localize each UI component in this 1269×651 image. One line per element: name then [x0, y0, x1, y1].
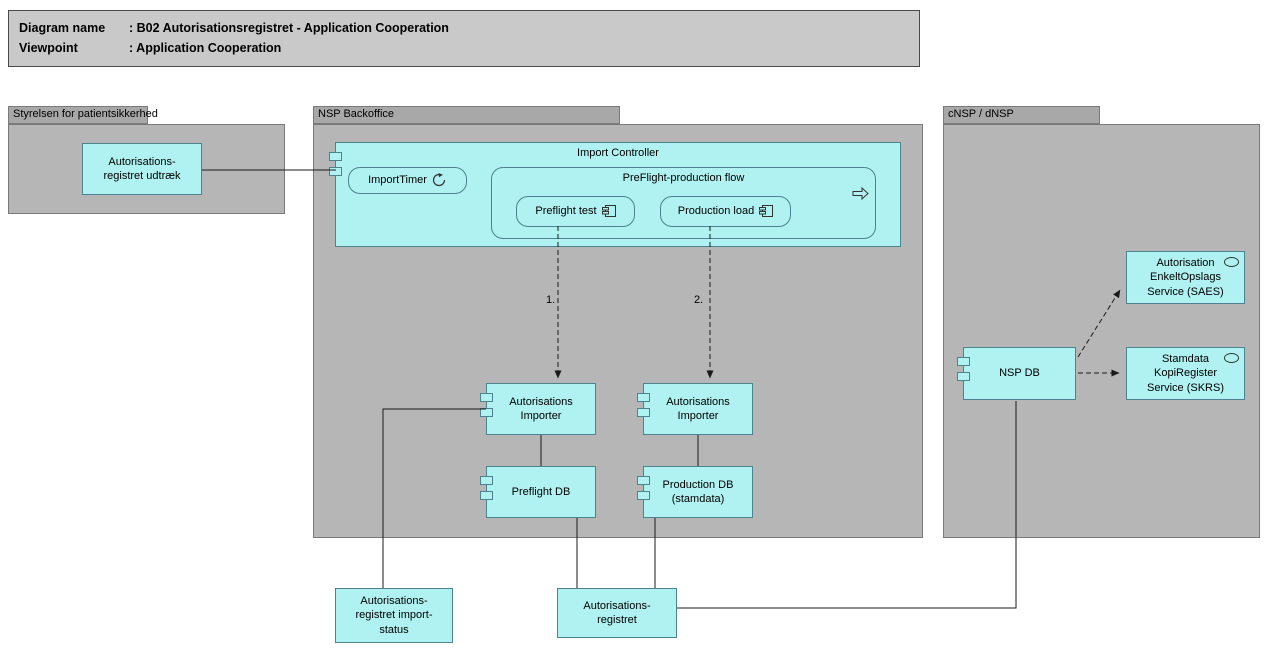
node-label: Autorisations Importer [666, 395, 730, 422]
flow-arrow-icon [852, 173, 869, 205]
component-port-icon [637, 408, 650, 417]
component-port-icon [637, 491, 650, 500]
node-import-timer: ImportTimer [348, 167, 467, 194]
viewpoint-label: Viewpoint [19, 41, 78, 55]
node-label: PreFlight-production flow [622, 172, 745, 184]
viewpoint-row: Viewpoint : Application Cooperation [19, 38, 909, 58]
node-production-load: Production load [660, 196, 791, 227]
component-port-icon [637, 476, 650, 485]
node-skrs-service: Stamdata KopiRegister Service (SKRS) [1126, 347, 1245, 400]
component-port-icon [480, 476, 493, 485]
diagram-title-box: Diagram name : B02 Autorisationsregistre… [8, 10, 920, 67]
group-tab-cnsp: cNSP / dNSP [943, 106, 1100, 124]
production-load-content: Production load [677, 204, 774, 218]
node-label: ImportTimer [368, 174, 427, 187]
component-port-icon [957, 357, 970, 366]
node-autorisationsregistret-import-status: Autorisations- registret import- status [335, 588, 453, 643]
group-label-nsp-backoffice: NSP Backoffice [318, 108, 395, 120]
preflight-test-content: Preflight test [535, 204, 616, 218]
edge-label-1: 1. [546, 294, 556, 306]
component-icon [601, 205, 616, 218]
group-label-patientsikkerhed: Styrelsen for patientsikkerhed [13, 108, 158, 120]
node-label: Production load [677, 205, 755, 218]
node-label: Autorisations- registret [583, 599, 651, 626]
component-icon [759, 205, 774, 218]
edge-label-2: 2. [694, 294, 704, 306]
node-nsp-db: NSP DB [957, 347, 1076, 400]
node-autorisations-importer-preflight: Autorisations Importer [480, 383, 596, 435]
node-production-db: Production DB (stamdata) [637, 466, 753, 518]
interface-icon [1224, 353, 1239, 363]
node-label: Import Controller [577, 147, 659, 159]
node-autorisations-importer-production: Autorisations Importer [637, 383, 753, 435]
node-label: Autorisation EnkeltOpslags Service (SAES… [1147, 257, 1224, 298]
viewpoint-value: : Application Cooperation [129, 41, 282, 55]
component-port-icon [637, 393, 650, 402]
node-label: Preflight DB [511, 485, 571, 498]
diagram-name-row: Diagram name : B02 Autorisationsregistre… [19, 18, 909, 38]
node-label: Autorisations- registret udtræk [103, 155, 181, 182]
component-port-icon [329, 152, 342, 161]
node-preflight-production-flow: PreFlight-production flow Preflight test [491, 167, 876, 239]
component-port-icon [480, 491, 493, 500]
import-timer-content: ImportTimer [368, 173, 447, 187]
node-label: NSP DB [999, 367, 1040, 380]
node-label: Stamdata KopiRegister Service (SKRS) [1146, 353, 1225, 394]
component-port-icon [957, 372, 970, 381]
component-port-icon [329, 167, 342, 176]
interface-icon [1224, 257, 1239, 267]
node-autorisationsregistret: Autorisations- registret [557, 588, 677, 638]
component-port-icon [480, 393, 493, 402]
group-tab-nsp-backoffice: NSP Backoffice [313, 106, 620, 124]
node-saes-service: Autorisation EnkeltOpslags Service (SAES… [1126, 251, 1245, 304]
node-autorisationsregistret-udtraek: Autorisations- registret udtræk [82, 143, 202, 195]
group-body-cnsp [943, 124, 1260, 538]
group-tab-patientsikkerhed: Styrelsen for patientsikkerhed [8, 106, 158, 124]
timer-icon [432, 173, 446, 187]
node-label: Autorisations- registret import- status [355, 595, 433, 636]
node-label: Preflight test [535, 205, 597, 218]
component-port-icon [480, 408, 493, 417]
diagram-name-value: : B02 Autorisationsregistret - Applicati… [129, 21, 449, 35]
node-import-controller: Import Controller ImportTimer PreFlight-… [329, 142, 901, 247]
node-preflight-test: Preflight test [516, 196, 635, 227]
node-label: Production DB (stamdata) [662, 478, 734, 505]
node-preflight-db: Preflight DB [480, 466, 596, 518]
diagram-name-label: Diagram name [19, 21, 106, 35]
group-label-cnsp: cNSP / dNSP [948, 108, 1014, 120]
node-label: Autorisations Importer [509, 395, 573, 422]
